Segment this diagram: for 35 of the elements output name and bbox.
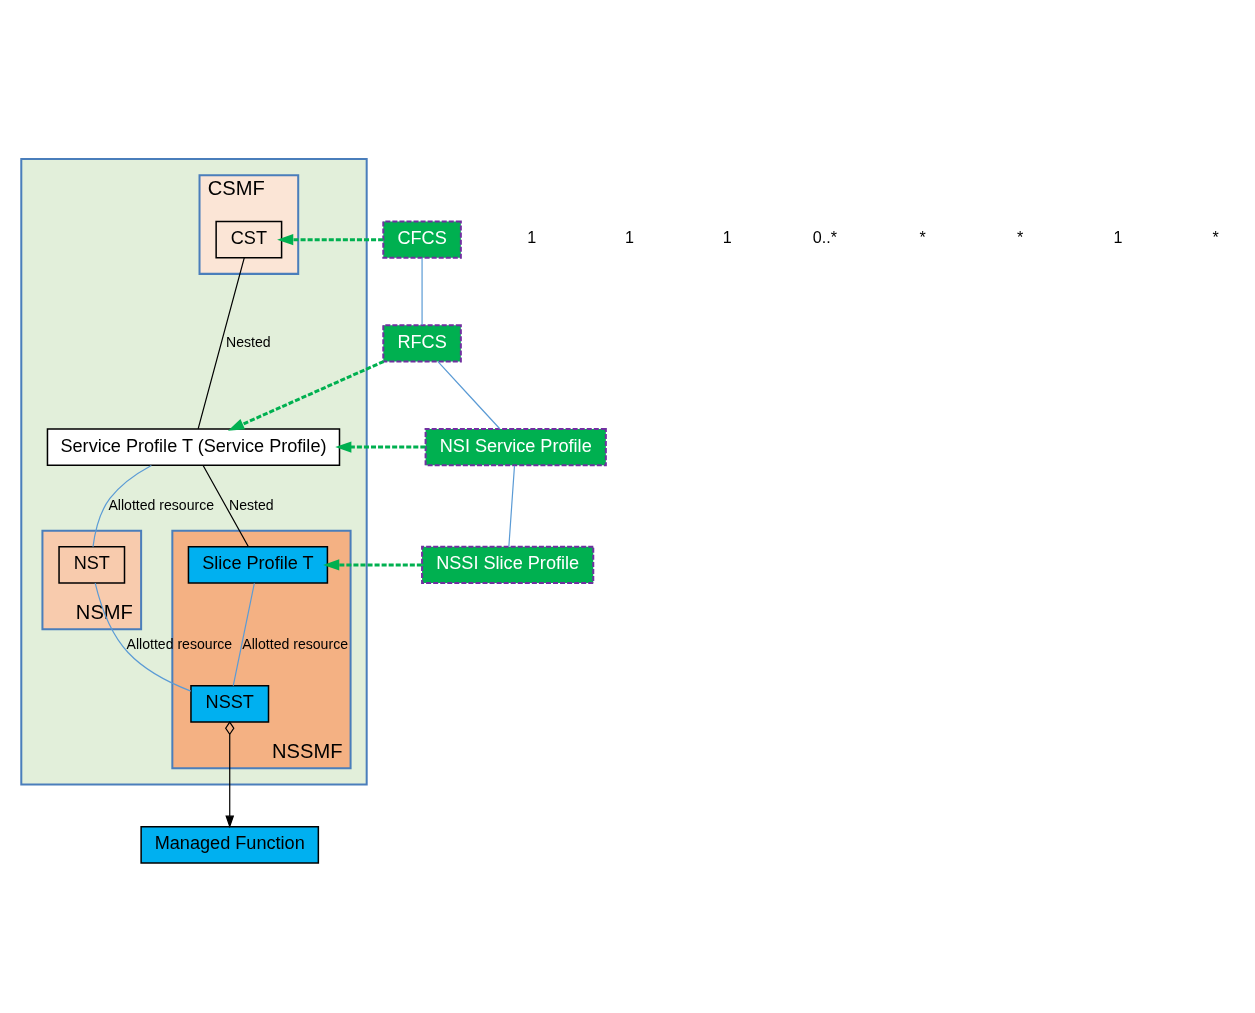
arrow — [276, 233, 383, 245]
node-box: RFCS — [381, 323, 462, 362]
label: * — [1016, 227, 1023, 246]
node-box: Managed Function — [139, 825, 319, 864]
node-box: NST — [57, 545, 125, 584]
label: 1 — [722, 227, 732, 246]
node-box: NSST — [189, 684, 269, 723]
connector — [197, 256, 245, 429]
connector — [420, 256, 423, 326]
node-box: Service Profile T (Service Profile) — [46, 427, 340, 466]
label: 1 — [624, 227, 634, 246]
edge-label: Nested — [225, 333, 271, 350]
label: 1 — [526, 227, 536, 246]
node-box: NSI Service Profile — [424, 427, 607, 466]
arrow — [224, 720, 234, 828]
cluster — [19, 157, 368, 785]
label: 0..* — [812, 227, 837, 246]
edge-label: Allotted resource — [241, 635, 348, 652]
arrow — [227, 359, 384, 431]
node-box: CST — [214, 220, 282, 259]
node-box: Slice Profile T — [187, 545, 328, 584]
label: 1 — [1112, 227, 1122, 246]
connector — [91, 464, 152, 547]
arrow — [322, 558, 422, 571]
label: * — [1211, 227, 1219, 246]
connector — [232, 582, 255, 686]
connector — [94, 582, 191, 692]
node-box: CFCS — [381, 220, 462, 259]
connector — [507, 464, 515, 547]
arrow — [334, 440, 425, 453]
connector — [436, 360, 500, 429]
edge-label: Nested — [228, 496, 274, 513]
node-box: NSSI Slice Profile — [420, 545, 594, 584]
label: * — [918, 227, 926, 246]
edge-label: Allotted resource — [107, 496, 214, 513]
